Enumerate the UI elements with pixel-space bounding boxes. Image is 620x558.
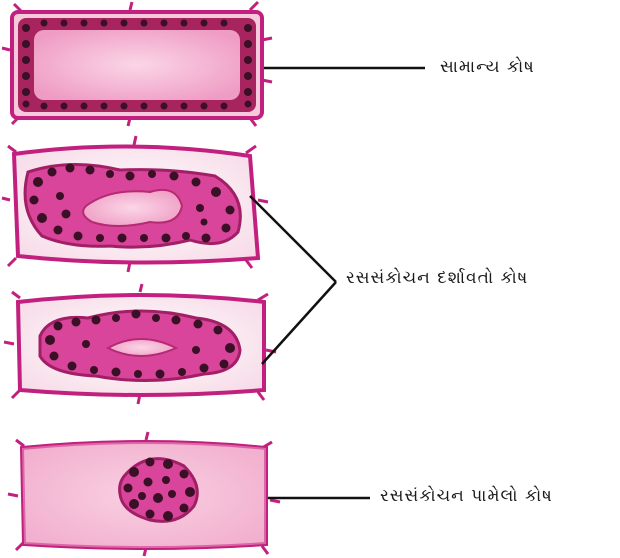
normal-cell <box>2 2 272 126</box>
vacuole <box>34 30 240 100</box>
label-plasmolysed-cell: રસસંકોચન પામેલો કોષ <box>380 486 553 506</box>
label-plasmolysing-cell: રસસંકોચન દર્શાવતો કોષ <box>346 268 528 288</box>
plasmolysing-cell-1 <box>2 136 268 272</box>
plasmolysing-cell-2 <box>4 284 276 404</box>
plasmolysed-cell <box>8 432 280 556</box>
label-normal-cell: સામાન્ય કોષ <box>440 57 535 77</box>
